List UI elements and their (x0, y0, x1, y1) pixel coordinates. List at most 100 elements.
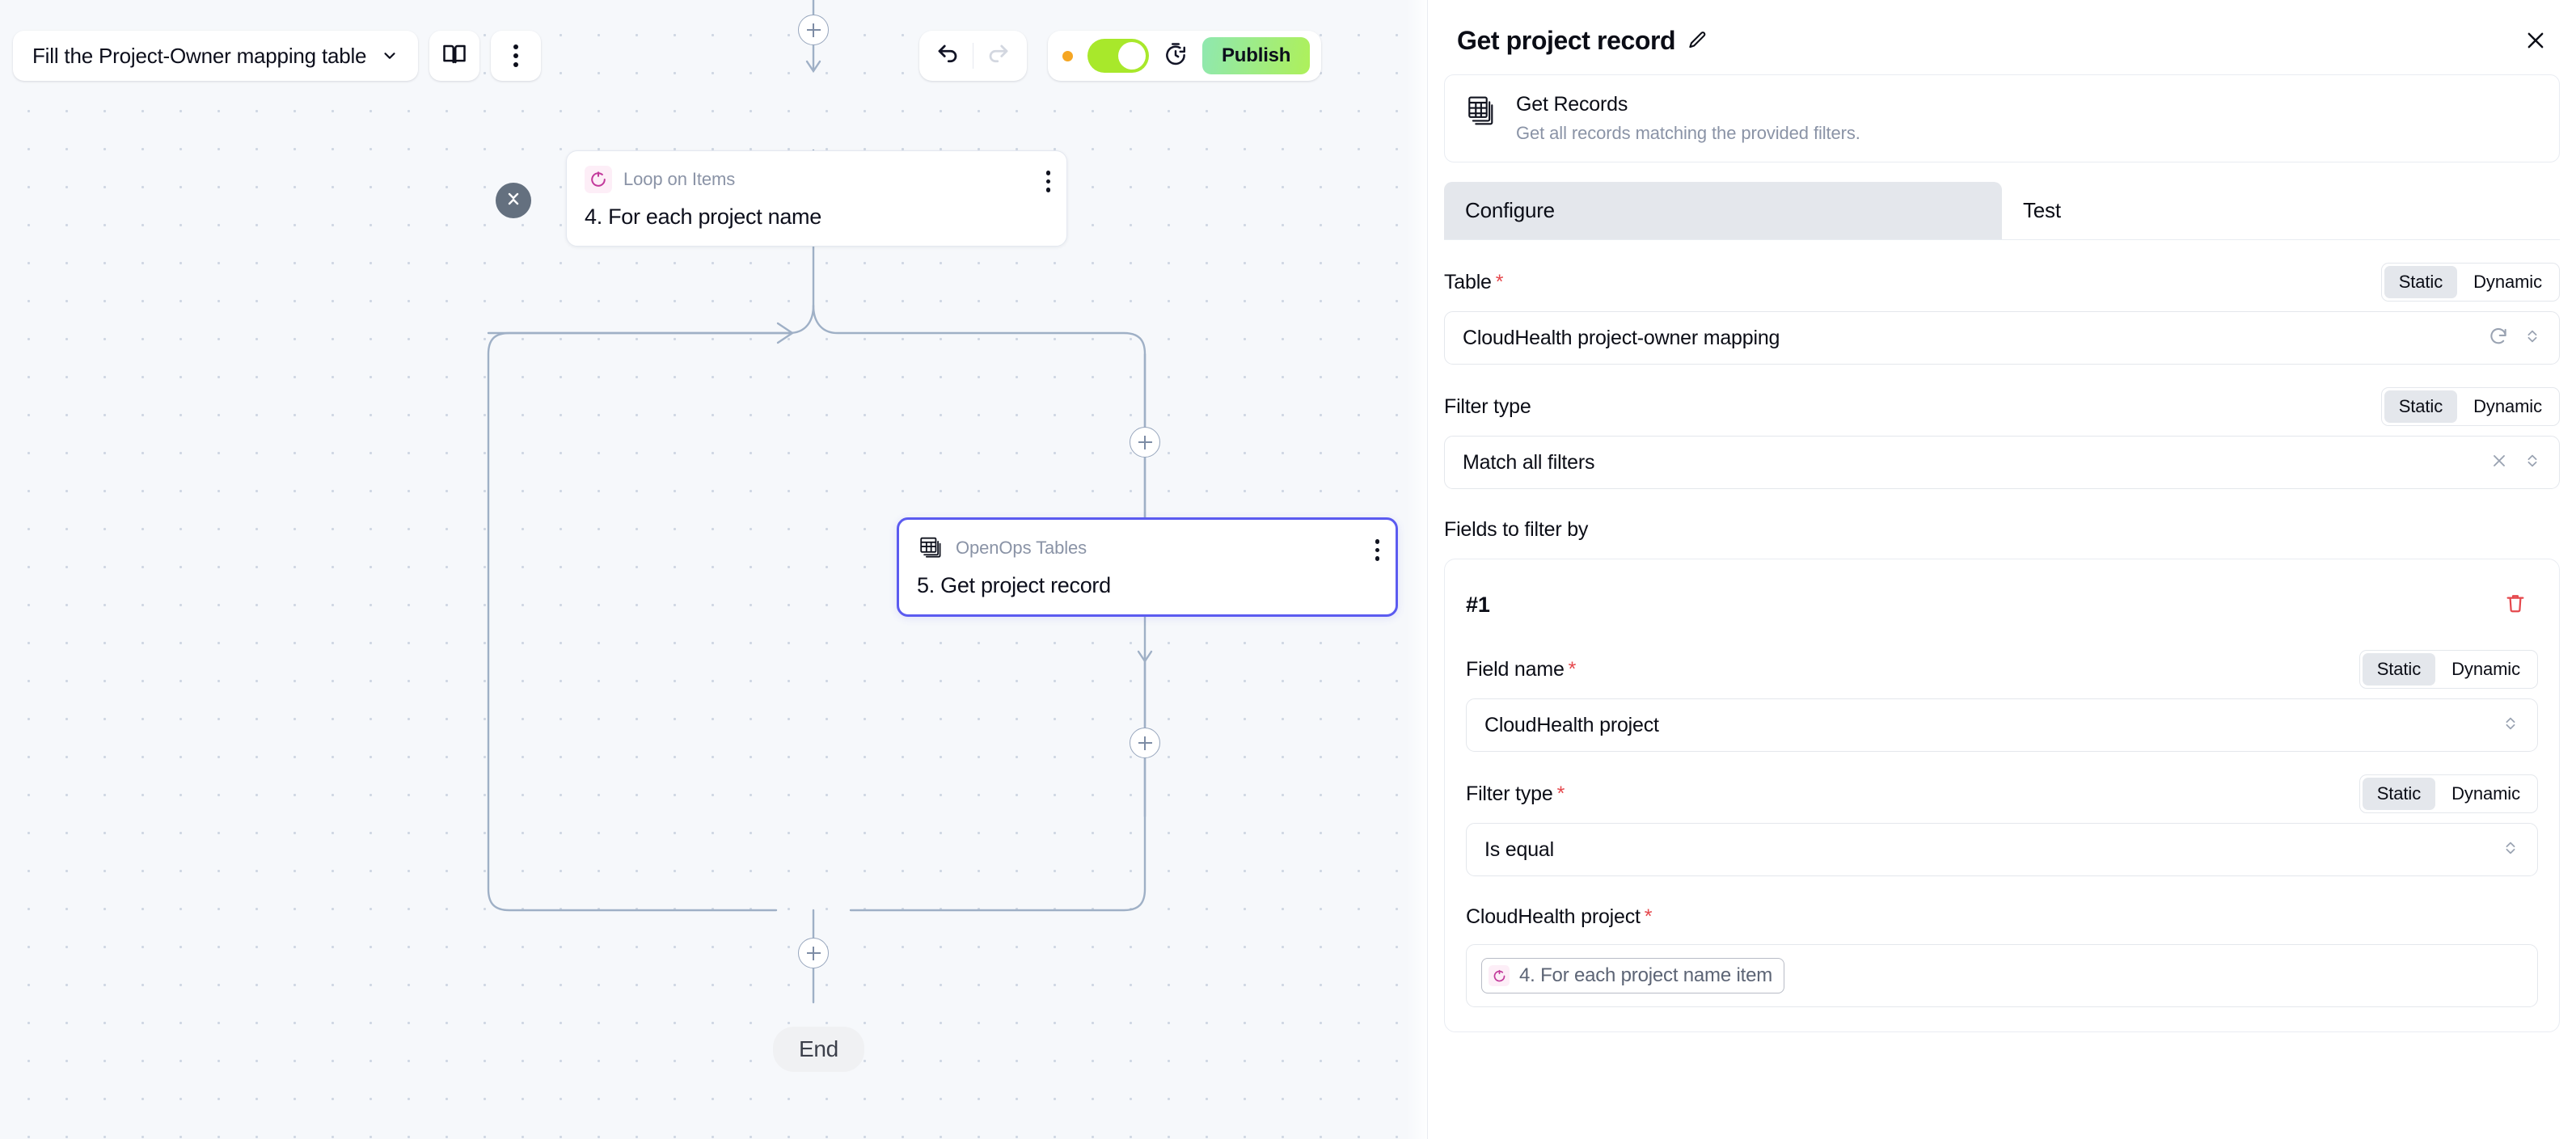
redo-icon[interactable] (986, 42, 1011, 70)
loop-icon (1489, 965, 1510, 986)
tab-configure[interactable]: Configure (1444, 182, 2002, 239)
field-entry-filter-type-select[interactable]: Is equal (1466, 823, 2538, 876)
flow-node-tables-name: 5. Get project record (917, 573, 1111, 597)
field-entry-filter-type-value: Is equal (1484, 837, 1554, 861)
chevron-updown-icon[interactable] (2502, 713, 2519, 738)
filter-entry-index: #1 (1466, 592, 1490, 617)
flow-title-dropdown[interactable]: Fill the Project-Owner mapping table (13, 31, 419, 81)
field-filter-type: Filter type Static Dynamic Match all fil… (1444, 387, 2560, 489)
fields-to-filter-by-header: Fields to filter by (1444, 512, 2560, 547)
flow-node-tables-piece: OpenOps Tables (956, 538, 1087, 558)
chevron-down-icon (381, 47, 399, 65)
refresh-icon[interactable] (2488, 326, 2509, 351)
field-filter-type-label: Filter type (1444, 394, 1531, 418)
mode-dynamic[interactable]: Dynamic (2451, 783, 2520, 804)
filter-entry-card: #1 Field name * (1444, 559, 2560, 1032)
field-filter-type-value: Match all filters (1463, 450, 1595, 474)
chevron-updown-icon[interactable] (2502, 837, 2519, 863)
add-step-button-top[interactable] (798, 15, 829, 45)
field-cloudhealth-project: CloudHealth project * 4. For each pr (1466, 899, 2538, 1007)
mode-static[interactable]: Static (2362, 778, 2436, 810)
tables-icon (917, 534, 944, 562)
mode-static[interactable]: Static (2384, 266, 2458, 298)
mode-dynamic[interactable]: Dynamic (2473, 396, 2542, 416)
flow-node-get-project-record[interactable]: OpenOps Tables 5. Get project record (897, 517, 1398, 617)
close-icon[interactable] (2524, 29, 2547, 52)
field-table-mode-toggle: Static Dynamic (2380, 263, 2560, 302)
field-filter-type-mode-toggle: Static Dynamic (2380, 387, 2560, 426)
collapse-icon (504, 189, 523, 213)
required-marker: * (1644, 905, 1653, 928)
flow-node-tables-header: OpenOps Tables (917, 534, 1378, 562)
flow-canvas[interactable]: Fill the Project-Owner mapping table (0, 0, 1427, 1139)
flow-node-loop-header: Loop on Items (585, 166, 1049, 193)
variable-chip[interactable]: 4. For each project name item (1481, 958, 1785, 993)
variable-chip-label: 4. For each project name item (1519, 964, 1773, 986)
mode-static[interactable]: Static (2384, 390, 2458, 423)
flow-node-tables-menu-button[interactable] (1375, 539, 1379, 565)
mode-dynamic[interactable]: Dynamic (2451, 659, 2520, 679)
page-title: Get project record (1457, 25, 1676, 55)
field-field-name: Field name * Static Dynamic CloudHealth … (1466, 650, 2538, 752)
field-entry-filter-type-header: Filter type * Static Dynamic (1466, 774, 2538, 813)
flow-node-loop[interactable]: Loop on Items 4. For each project name (566, 150, 1067, 247)
flow-node-loop-piece: Loop on Items (623, 169, 736, 189)
field-table-adornments (2488, 326, 2541, 351)
trash-icon (2504, 592, 2527, 618)
step-settings-panel: Get project record Get Records (1427, 0, 2576, 1139)
fields-to-filter-by-label: Fields to filter by (1444, 517, 1589, 541)
field-filter-type-select[interactable]: Match all filters (1444, 436, 2560, 489)
filter-entry-header: #1 (1466, 564, 2538, 627)
tables-icon (1466, 95, 1498, 131)
chevron-updown-icon[interactable] (2523, 450, 2541, 475)
field-table-label: Table (1444, 270, 1492, 293)
more-vertical-icon (513, 44, 519, 67)
flow-header-bar: Fill the Project-Owner mapping table (13, 31, 542, 81)
toggle-knob (1118, 42, 1146, 70)
delete-filter-button[interactable] (2493, 582, 2538, 627)
undo-icon[interactable] (935, 42, 960, 70)
mode-static[interactable]: Static (2362, 653, 2436, 686)
publish-button[interactable]: Publish (1202, 37, 1311, 74)
field-field-name-select[interactable]: CloudHealth project (1466, 698, 2538, 752)
book-icon (442, 42, 467, 70)
end-node: End (773, 1027, 864, 1072)
flow-node-loop-name: 4. For each project name (585, 205, 821, 229)
docs-button[interactable] (429, 31, 480, 81)
field-entry-filter-type-adornments (2502, 837, 2519, 863)
chevron-updown-icon[interactable] (2523, 326, 2541, 351)
piece-description: Get all records matching the provided fi… (1516, 123, 1860, 143)
panel-tabs: Configure Test (1444, 182, 2560, 240)
field-entry-filter-type: Filter type * Static Dynamic Is equal (1466, 774, 2538, 876)
flow-enabled-toggle[interactable] (1087, 39, 1149, 73)
piece-info-card: Get Records Get all records matching the… (1444, 74, 2560, 162)
run-history-icon[interactable] (1163, 42, 1188, 70)
status-dot (1062, 50, 1073, 61)
field-field-name-mode-toggle: Static Dynamic (2359, 650, 2538, 689)
field-cloudhealth-project-header: CloudHealth project * (1466, 899, 2538, 934)
flow-more-button[interactable] (491, 31, 542, 81)
field-entry-filter-type-mode-toggle: Static Dynamic (2359, 774, 2538, 813)
undo-redo-toolbar (919, 31, 1027, 81)
mode-dynamic[interactable]: Dynamic (2473, 272, 2542, 292)
field-filter-type-adornments (2489, 450, 2541, 475)
field-cloudhealth-project-input[interactable]: 4. For each project name item (1466, 944, 2538, 1007)
field-fields-to-filter-by: Fields to filter by #1 (1444, 512, 2560, 1032)
field-entry-filter-type-label: Filter type (1466, 782, 1553, 805)
field-table: Table * Static Dynamic CloudHealth proje… (1444, 263, 2560, 365)
add-step-button-after[interactable] (1130, 728, 1160, 758)
loop-collapse-button[interactable] (496, 183, 531, 218)
add-step-button-before[interactable] (1130, 427, 1160, 458)
flow-node-loop-menu-button[interactable] (1045, 171, 1050, 196)
field-table-select[interactable]: CloudHealth project-owner mapping (1444, 311, 2560, 365)
add-step-button-end[interactable] (798, 938, 829, 968)
panel-header: Get project record (1428, 0, 2576, 61)
tab-test[interactable]: Test (2023, 198, 2061, 222)
pencil-icon[interactable] (1687, 30, 1708, 51)
piece-title: Get Records (1516, 93, 1628, 116)
loop-icon (585, 166, 612, 193)
required-marker: * (1568, 657, 1577, 681)
flow-edges (487, 0, 1153, 1004)
field-cloudhealth-project-label: CloudHealth project (1466, 905, 1641, 928)
clear-icon[interactable] (2489, 451, 2509, 475)
